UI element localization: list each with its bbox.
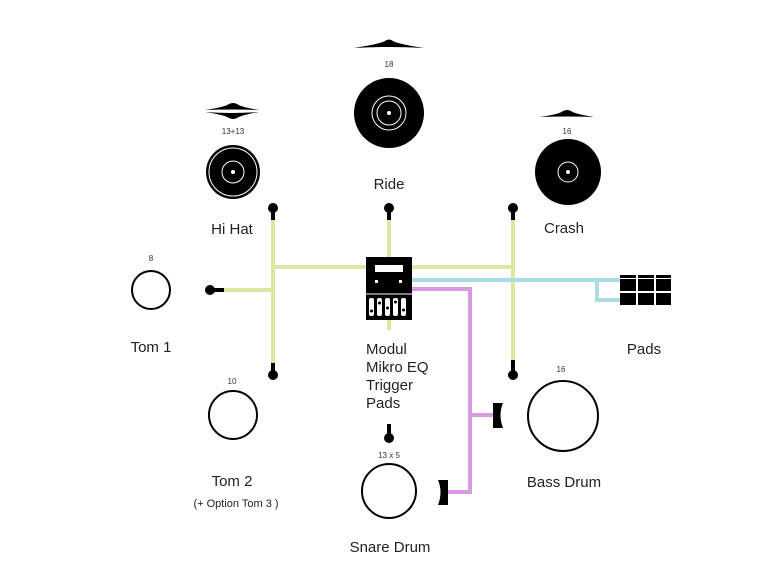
ride-label: Ride [374,176,405,193]
hihat-profile-icon [205,103,259,119]
bass-size: 16 [557,365,566,374]
crash-profile-icon [540,110,594,117]
tom2-note: (+ Option Tom 3 ) [193,498,278,510]
tom2-label: Tom 2 [212,473,253,490]
module-line-4: Pads [366,395,400,412]
bass-label: Bass Drum [527,474,601,491]
eq-line [412,287,493,494]
snare-label: Snare Drum [350,539,431,556]
pads-label: Pads [627,341,661,358]
crash-cymbal: 16 Crash [535,110,601,237]
trigger-lines [210,208,515,375]
ride-size: 18 [385,60,394,69]
trigger-ends [205,203,518,505]
crash-label: Crash [544,220,584,237]
snare-size: 13 x 5 [378,451,400,460]
trigger-hihat [268,203,278,220]
trigger-ride [384,203,394,220]
tom1-label: Tom 1 [131,339,172,356]
module-unit: Modul Mikro EQ Trigger Pads [366,257,429,412]
module-line-3: Trigger [366,377,413,394]
trigger-bass [508,360,518,380]
trigger-tom1 [205,285,224,295]
pads-unit: Pads [620,275,671,358]
trigger-snare [384,424,394,443]
bass-drum: 16 Bass Drum [527,365,601,491]
hihat-size: 13+13 [222,127,245,136]
ride-profile-icon [354,39,424,48]
eq-clamp-snare [438,480,448,505]
hihat-label: Hi Hat [211,221,254,238]
module-line-2: Mikro EQ [366,359,429,376]
tom2-drum: 10 Tom 2 (+ Option Tom 3 ) [193,377,278,510]
trigger-tom2 [268,363,278,380]
trigger-crash [508,203,518,220]
tom2-size: 10 [228,377,237,386]
ride-cymbal: 18 Ride [354,39,424,193]
hihat-cymbal: 13+13 Hi Hat [205,103,260,238]
tom1-size: 8 [149,254,154,263]
crash-size: 16 [563,127,572,136]
tom1-drum: 8 Tom 1 [131,254,172,356]
module-line-1: Modul [366,341,407,358]
pads-line [412,278,620,302]
snare-drum: 13 x 5 Snare Drum [350,451,431,556]
eq-clamp-bass [493,403,503,428]
